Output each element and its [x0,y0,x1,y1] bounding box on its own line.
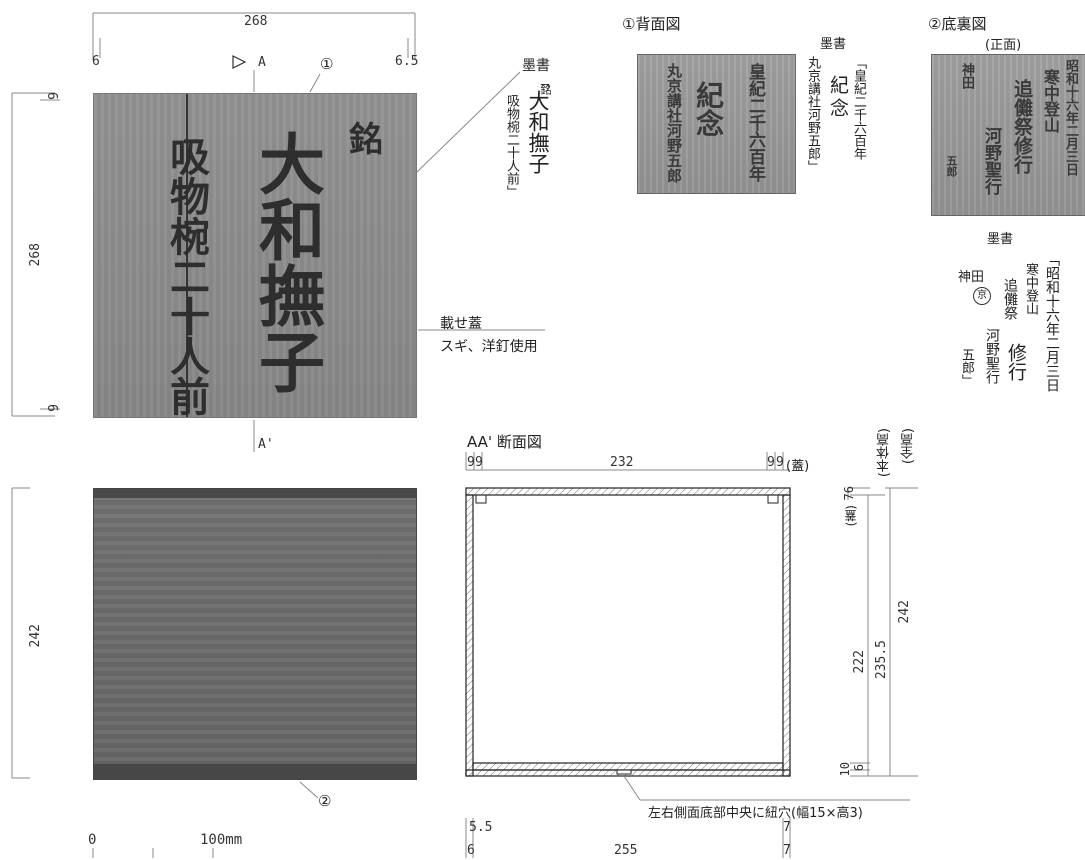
lid-note-title: 載せ蓋 [440,316,482,332]
back-view-tr-col1: 「皇紀二千六百年 [851,56,866,160]
bottom-view-ink-col3: 追儺祭修行 [1011,79,1033,174]
section-mark-a: A [258,55,266,70]
scale-zero: 0 [88,832,97,848]
section-top-dim-2: 9 [475,455,483,470]
bottom-view-tr-col2: 寒中登山 [1023,263,1038,315]
bokusho-main-open-quote: 「 [536,76,550,88]
section-body-height-label: (本体高) [877,428,892,478]
section-bottom-dim-6: 6 [852,764,866,772]
top-width-dimension: 268 [244,14,268,29]
bottom-view-seal-mark: 京 [973,287,991,305]
lid-ink-subtitle: 吸物椀二十人前 [163,136,210,416]
bottom-view-ink-col2: 寒中登山 [1041,69,1060,133]
section-lid-label: (蓋) [844,505,858,527]
section-bottom-right-bottom: 7 [783,843,791,858]
section-bottom-right-top: 7 [783,820,791,835]
bokusho-main-small: 銘 [539,84,552,95]
bottom-view-ink-col6: 五郎 [945,155,958,177]
back-view-ink-col1: 皇紀二千六百年 [745,63,765,182]
lid-ink-title-small: 銘 [349,120,383,160]
box-bottom-photo [93,488,417,780]
lid-ink-title: 大和撫子 [248,130,326,394]
section-bottom-left-bottom: 6 [467,843,475,858]
lid-top-edge-dimension: 6 [44,92,59,100]
scale-label: 100mm [200,832,243,848]
bottom-view-subtitle: (正面) [985,38,1022,53]
box-top-rim [94,489,416,498]
callout-bottom-view: ② [318,792,332,810]
box-bottom-rim [94,764,416,779]
back-view-tr-col3: 丸京講社河野五郎」 [805,56,820,173]
bokusho-main-label: 墨書 [522,58,550,74]
bottom-view-ink-col5: 神田 [959,63,974,89]
bokusho-main-title: 大和撫子 [526,90,550,174]
top-left-edge-dimension: 6 [92,54,100,69]
back-view-ink-col3: 丸京講社河野五郎 [665,63,683,183]
bottom-view-photo: 昭和十六年二月三日 寒中登山 追儺祭修行 河野聖行 神田 五郎 [931,54,1085,216]
bottom-view-tr-col5: 河野聖行 [984,328,1000,384]
lid-board-seam [186,94,188,417]
bokusho-main-subtitle: 吸物椀二十人前」 [504,94,519,198]
back-view-photo: 皇紀二千六百年 紀念 丸京講社河野五郎 [637,54,796,194]
callout-back-view: ① [320,55,334,73]
section-bottom-dim-10: 10 [838,762,852,777]
bottom-view-tr-col3: 修行 [1005,343,1027,381]
back-view-title: ①背面図 [622,15,681,33]
lid-note-material: スギ、洋釘使用 [440,339,538,355]
section-bottom-note: 左右側面底部中央に紐穴(幅15×高3) [648,806,863,821]
bottom-view-tr-col6: 神田 [958,270,985,285]
section-top-dim-1: 9 [467,455,475,470]
section-lid-thickness: 76 [842,486,856,501]
section-top-dim-5: 9 [776,455,784,470]
bottom-view-tr-col1: 「昭和十六年二月三日 [1044,252,1060,392]
back-view-bokusho-label: 墨書 [820,37,847,52]
bottom-view-seal-char: 京 [977,290,987,301]
section-top-dim-3: 232 [610,455,634,470]
bottom-view-title: ②底裏図 [928,15,987,33]
section-title: AA' 断面図 [467,433,542,451]
section-bottom-left-top: 5.5 [469,820,493,835]
section-total-height-label: (全高) [901,428,916,465]
section-mark-a-prime: A' [258,437,274,452]
lid-bottom-edge-dimension: 6 [44,404,59,412]
section-inner-height: 222 [852,650,867,674]
bottom-view-ink-col4: 河野聖行 [981,127,1001,195]
section-total-height: 242 [897,600,912,624]
back-view-tr-col2: 紀念 [827,75,849,121]
section-top-lid-suffix: (蓋) [786,459,810,474]
back-view-ink-col2: 紀念 [692,81,725,137]
bottom-view-tr-col4: 追儺祭 [1002,278,1018,320]
section-body-height: 235.5 [874,640,889,680]
bottom-view-bokusho-label: 墨書 [987,232,1014,247]
section-bottom-width: 255 [614,843,638,858]
top-right-edge-dimension: 6.5 [395,54,419,69]
bottom-view-ink-col1: 昭和十六年二月三日 [1063,59,1078,176]
section-top-dim-4: 9 [767,455,775,470]
bottom-view-tr-col7: 五郎」 [959,348,974,387]
lid-photo: 銘 大和撫子 吸物椀二十人前 [93,93,417,418]
